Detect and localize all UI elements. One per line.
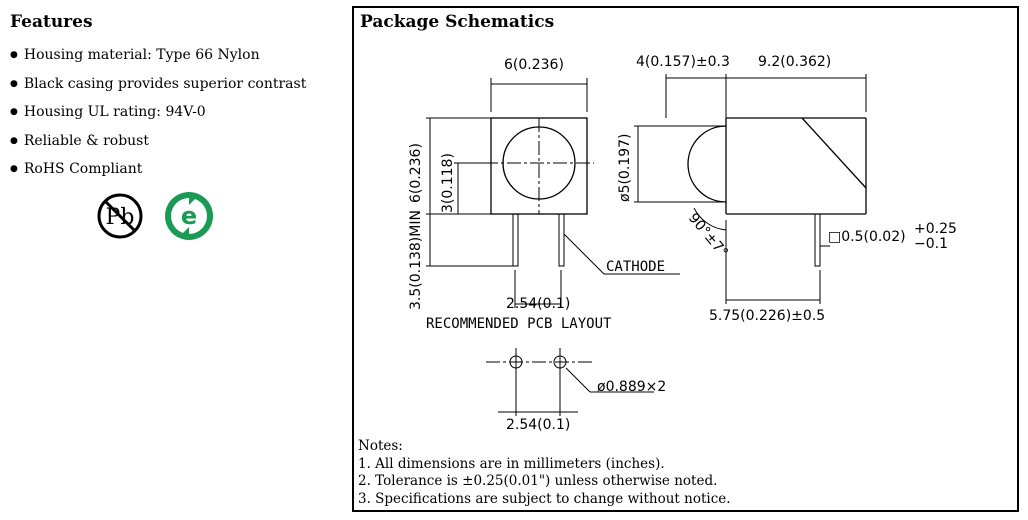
lens-center-dim: 3(0.118) xyxy=(440,153,456,213)
feature-item: Reliable & robust xyxy=(10,128,340,157)
lead-tol-plus: +0.25 xyxy=(914,221,957,237)
cathode-label: CATHODE xyxy=(606,259,665,275)
lead-section-dim: □0.5(0.02) xyxy=(828,229,906,245)
rohs-label: e xyxy=(181,202,197,230)
angle-dim: 90°±7° xyxy=(685,210,731,260)
lens-diameter-dim: ø5(0.197) xyxy=(617,134,633,202)
side-length-dim: 9.2(0.362) xyxy=(758,54,831,70)
front-width-dim: 6(0.236) xyxy=(504,57,564,73)
rohs-recycle-icon: e xyxy=(165,192,213,240)
features-title: Features xyxy=(10,12,93,32)
note-item: 3. Specifications are subject to change … xyxy=(358,490,731,507)
feature-item: Housing UL rating: 94V-0 xyxy=(10,99,340,128)
features-section: Features Housing material: Type 66 Nylon… xyxy=(10,12,340,185)
lead-pitch-dim: 2.54(0.1) xyxy=(506,296,570,312)
lead-tol-minus: −0.1 xyxy=(914,236,948,252)
note-item: 1. All dimensions are in millimeters (in… xyxy=(358,455,665,472)
pb-free-icon: Pb xyxy=(97,193,143,239)
side-lead-offset-dim: 4(0.157)±0.3 xyxy=(636,54,730,70)
pcb-layout-title: RECOMMENDED PCB LAYOUT xyxy=(426,316,612,332)
schematic-drawing: 6(0.236) 4(0.157)±0.3 9.2(0.362) 6(0.236… xyxy=(408,54,957,433)
feature-item: RoHS Compliant xyxy=(10,156,340,185)
feature-item: Black casing provides superior contrast xyxy=(10,71,340,100)
side-base-dim: 5.75(0.226)±0.5 xyxy=(709,308,825,324)
hole-diameter-dim: ø0.889×2 xyxy=(597,379,666,395)
pcb-pitch-dim: 2.54(0.1) xyxy=(506,417,570,433)
lead-length-dim: 3.5(0.138)MIN xyxy=(408,210,424,310)
notes-heading: Notes: xyxy=(358,438,403,454)
notes-section: Notes: 1. All dimensions are in millimet… xyxy=(358,438,731,508)
features-list: Housing material: Type 66 Nylon Black ca… xyxy=(10,42,340,185)
note-item: 2. Tolerance is ±0.25(0.01") unless othe… xyxy=(358,473,718,489)
front-height-dim: 6(0.236) xyxy=(408,143,424,203)
package-schematics-panel: Package Schematics xyxy=(352,6,1019,512)
schematics-title: Package Schematics xyxy=(360,12,555,32)
feature-item: Housing material: Type 66 Nylon xyxy=(10,42,340,71)
